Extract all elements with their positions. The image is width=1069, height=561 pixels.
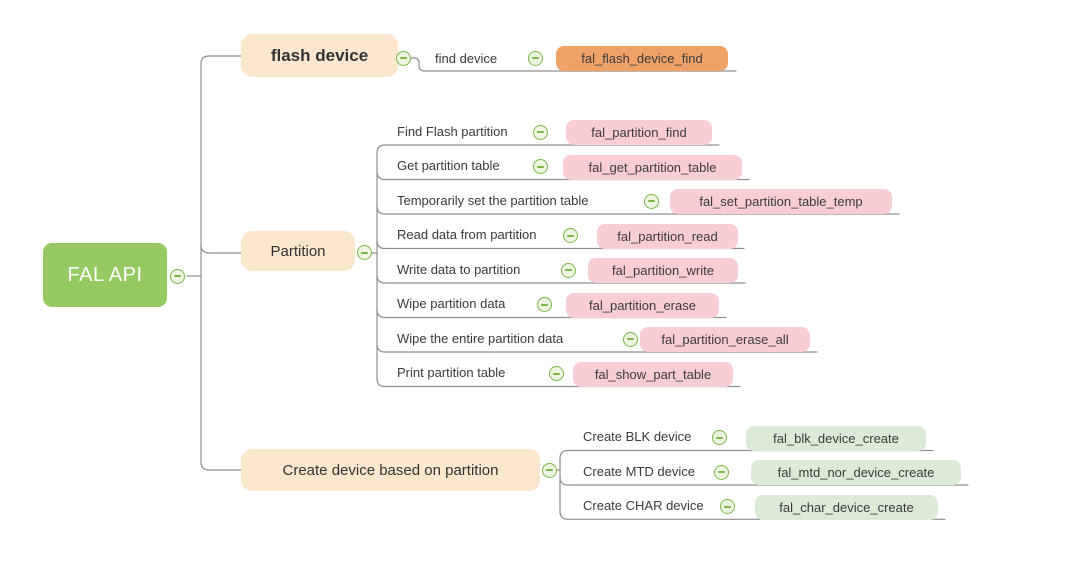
branch-topic-partition[interactable]: Partition: [241, 231, 355, 271]
api-topic-fal-char-device-create[interactable]: fal_char_device_create: [755, 494, 938, 520]
api-topic-fal-flash-device-find[interactable]: fal_flash_device_find: [556, 46, 728, 71]
collapse-icon-read-data-from-partition[interactable]: [562, 228, 578, 243]
api-topic-label: fal_mtd_nor_device_create: [777, 465, 935, 480]
connector-find-device: [410, 57, 737, 72]
api-topic-label: fal_set_partition_table_temp: [699, 194, 863, 209]
api-topic-label: fal_partition_find: [591, 125, 687, 140]
api-topic-label: fal_flash_device_find: [581, 51, 703, 66]
api-topic-fal-partition-write[interactable]: fal_partition_write: [588, 258, 738, 283]
connector-root-trunk: [200, 55, 242, 471]
api-topic-label: fal_partition_write: [612, 263, 714, 278]
api-topic-fal-set-partition-table-temp[interactable]: fal_set_partition_table_temp: [670, 189, 892, 214]
branch-topic-label: Create device based on partition: [282, 461, 499, 479]
api-topic-label: fal_show_part_table: [594, 366, 712, 382]
api-topic-label: fal_blk_device_create: [773, 430, 899, 446]
subtopic-find-device[interactable]: find device: [435, 50, 498, 66]
collapse-icon-get-partition-table[interactable]: [532, 159, 548, 174]
api-topic-label: fal_char_device_create: [779, 499, 914, 515]
collapse-icon-flash-device[interactable]: [395, 50, 411, 66]
collapse-icon-create-blk-device[interactable]: [711, 430, 727, 445]
subtopic-find-flash-partition[interactable]: Find Flash partition: [397, 123, 508, 139]
root-topic-fal-api[interactable]: FAL API: [43, 243, 167, 307]
collapse-icon-wipe-entire-partition-data[interactable]: [622, 331, 638, 347]
collapse-icon-create-device[interactable]: [541, 462, 557, 478]
subtopic-get-partition-table[interactable]: Get partition table: [397, 158, 500, 173]
connector-partition-trunk: [376, 144, 386, 388]
collapse-icon-create-char-device[interactable]: [719, 499, 735, 514]
api-topic-fal-show-part-table[interactable]: fal_show_part_table: [573, 361, 733, 387]
branch-topic-create-device[interactable]: Create device based on partition: [241, 449, 540, 491]
subtopic-print-partition-table[interactable]: Print partition table: [397, 365, 506, 380]
api-topic-label: fal_partition_erase_all: [661, 332, 789, 347]
subtopic-read-data-from-partition[interactable]: Read data from partition: [397, 227, 537, 242]
collapse-icon-partition[interactable]: [356, 245, 372, 260]
subtopic-create-char-device[interactable]: Create CHAR device: [583, 498, 704, 513]
collapse-icon-wipe-partition-data[interactable]: [536, 297, 552, 312]
subtopic-wipe-partition-data[interactable]: Wipe partition data: [397, 296, 506, 311]
api-topic-fal-partition-erase[interactable]: fal_partition_erase: [566, 292, 719, 318]
api-topic-fal-partition-find[interactable]: fal_partition_find: [566, 120, 712, 145]
collapse-icon-print-partition-table[interactable]: [548, 366, 564, 381]
branch-topic-label: Partition: [270, 242, 326, 260]
collapse-icon-find-device[interactable]: [527, 50, 543, 66]
branch-topic-label: flash device: [270, 45, 369, 65]
api-topic-label: fal_partition_read: [617, 228, 718, 244]
subtopic-create-mtd-device[interactable]: Create MTD device: [583, 463, 695, 479]
collapse-icon-root[interactable]: [169, 268, 185, 284]
subtopic-temporarily-set-partition-table[interactable]: Temporarily set the partition table: [397, 192, 589, 208]
subtopic-create-blk-device[interactable]: Create BLK device: [583, 429, 692, 444]
collapse-icon-find-flash-partition[interactable]: [532, 124, 548, 140]
collapse-icon-create-mtd-device[interactable]: [713, 464, 729, 480]
api-topic-fal-blk-device-create[interactable]: fal_blk_device_create: [746, 425, 926, 451]
collapse-icon-write-data-to-partition[interactable]: [560, 262, 576, 278]
collapse-icon-temporarily-set-partition-table[interactable]: [643, 193, 659, 209]
api-topic-label: fal_partition_erase: [589, 297, 696, 313]
subtopic-write-data-to-partition[interactable]: Write data to partition: [397, 261, 521, 277]
api-topic-fal-partition-read[interactable]: fal_partition_read: [597, 223, 738, 249]
api-topic-fal-get-partition-table[interactable]: fal_get_partition_table: [563, 154, 742, 180]
subtopic-wipe-entire-partition-data[interactable]: Wipe the entire partition data: [397, 330, 564, 346]
root-topic-label: FAL API: [67, 263, 143, 286]
connector-create-trunk: [559, 449, 569, 520]
api-topic-fal-mtd-nor-device-create[interactable]: fal_mtd_nor_device_create: [751, 460, 961, 485]
branch-topic-flash-device[interactable]: flash device: [241, 34, 398, 77]
api-topic-label: fal_get_partition_table: [588, 159, 717, 175]
connector-root-partition: [200, 244, 242, 254]
api-topic-fal-partition-erase-all[interactable]: fal_partition_erase_all: [640, 327, 810, 352]
